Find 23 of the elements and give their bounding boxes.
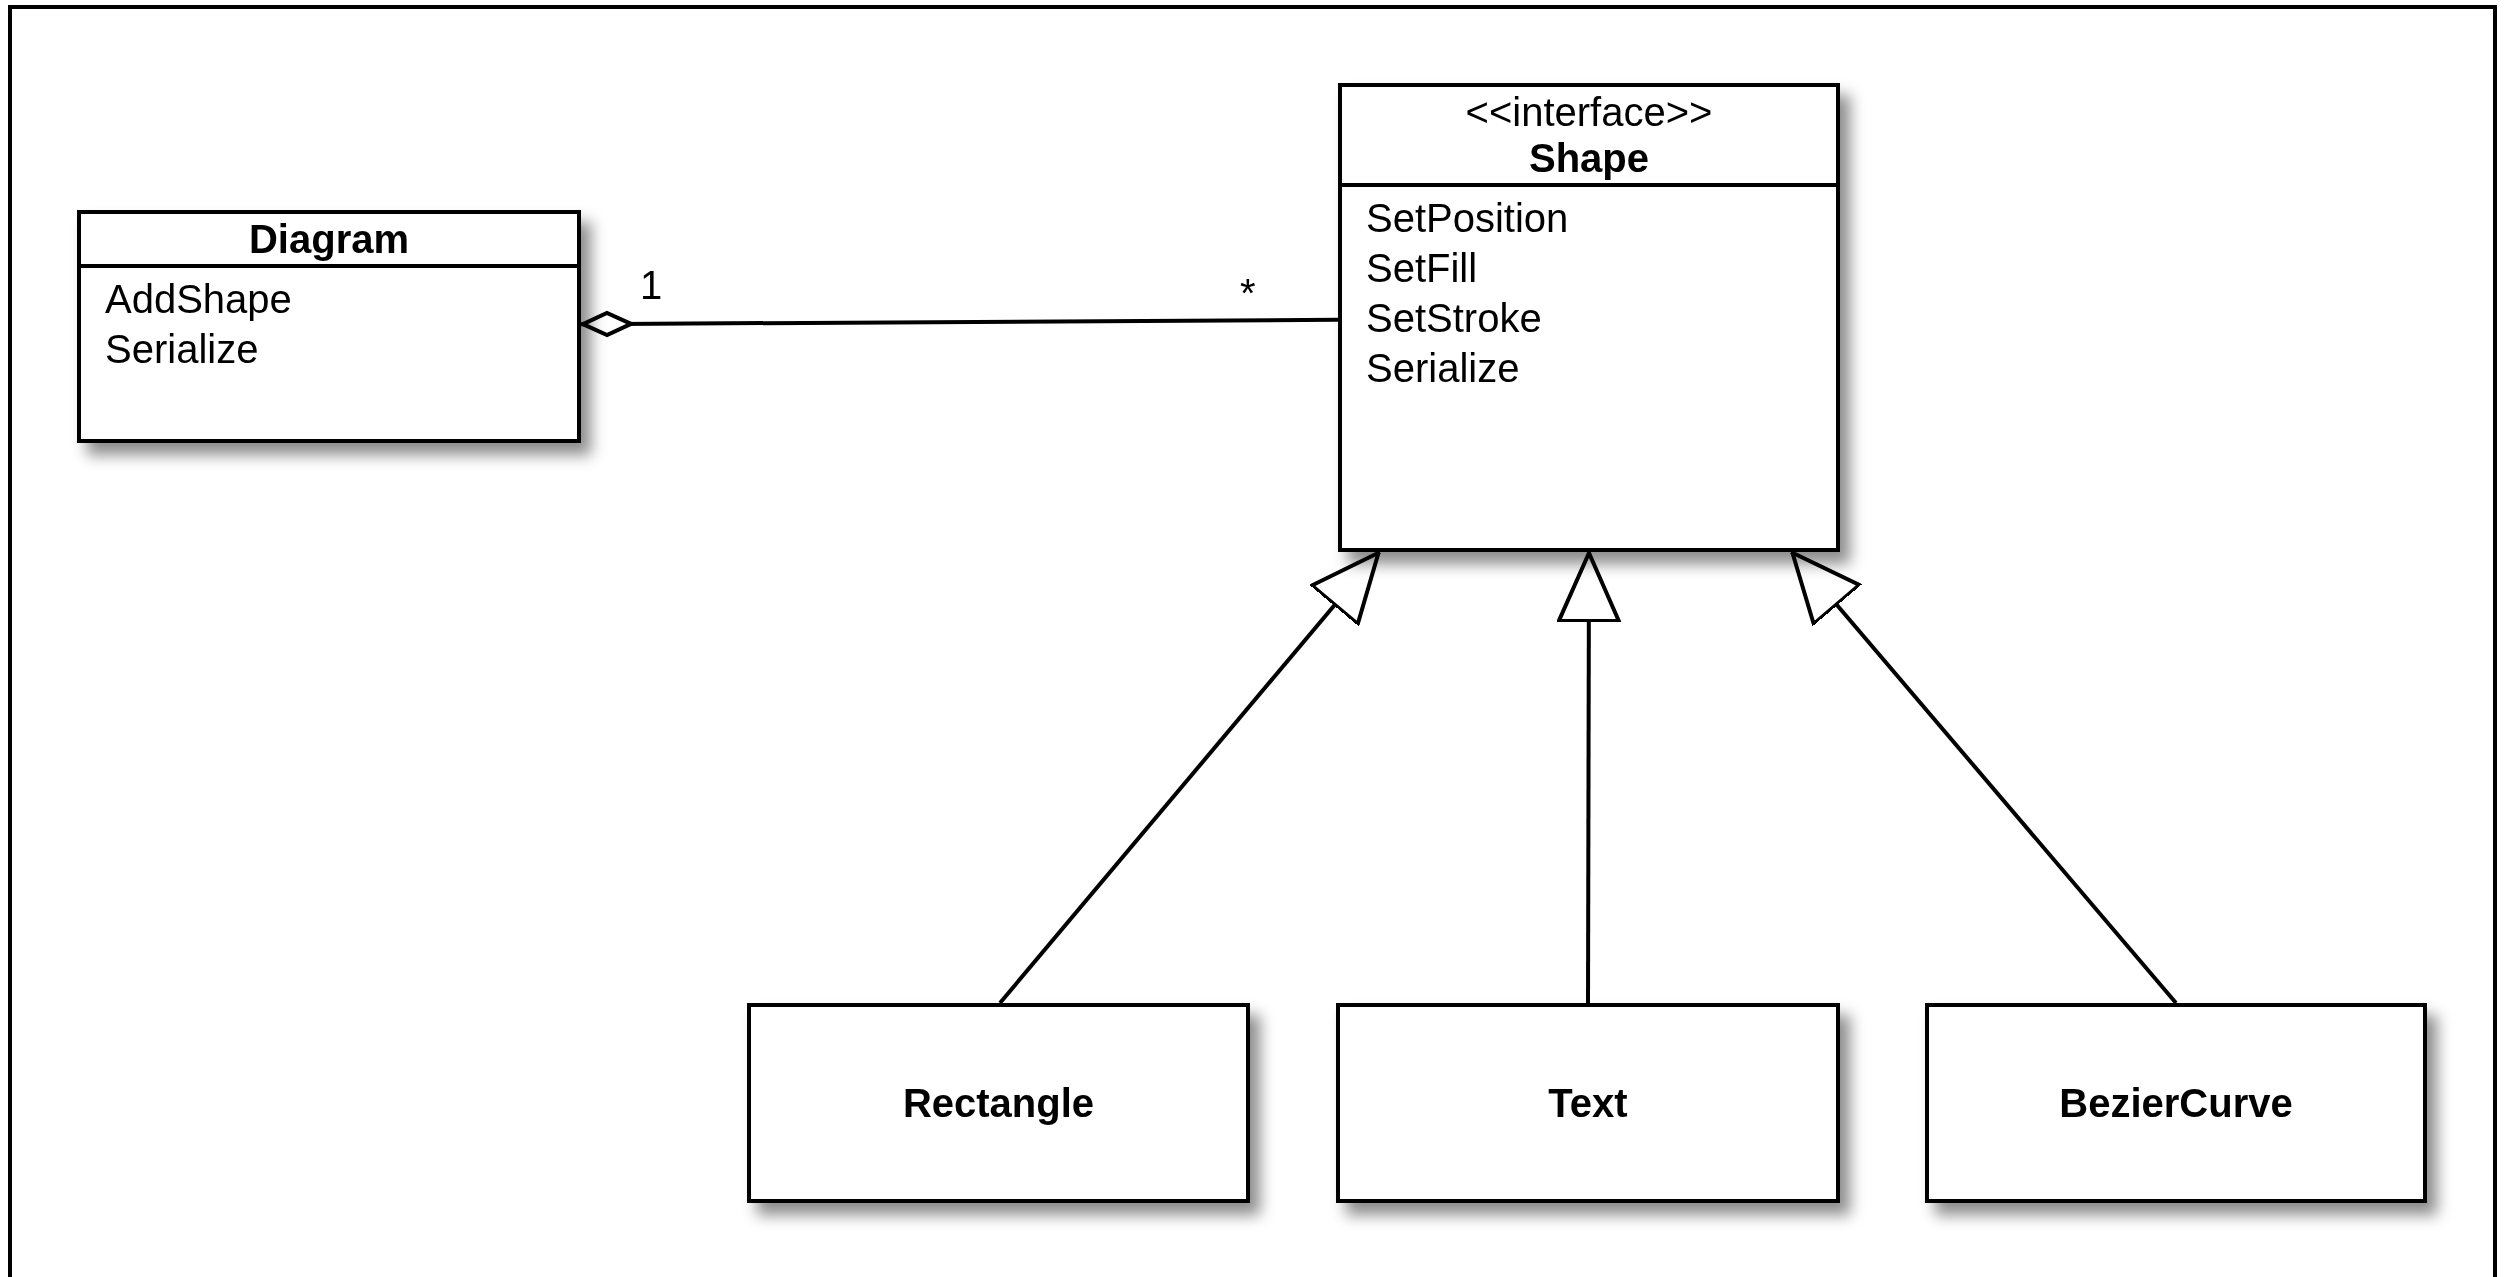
- class-box: [1336, 1003, 1840, 1203]
- class-box: [77, 210, 581, 443]
- stereotype-label: <<interface>>: [1465, 89, 1713, 135]
- class-name: BezierCurve: [2059, 1080, 2293, 1126]
- method-name: Serialize: [1366, 345, 1521, 392]
- generalization-arrow: [998, 550, 1381, 1005]
- method-name: AddShape: [105, 276, 293, 323]
- multiplicity-label: 1: [640, 262, 663, 308]
- aggregation-line: [581, 311, 1338, 337]
- class-box: [1925, 1003, 2427, 1203]
- class-name: Text: [1548, 1080, 1628, 1126]
- class-name: Diagram: [248, 216, 410, 262]
- class-box: [747, 1003, 1250, 1203]
- method-name: SetFill: [1366, 245, 1479, 292]
- multiplicity-label: *: [1240, 270, 1256, 316]
- method-name: SetStroke: [1366, 295, 1543, 342]
- class-name: Shape: [1528, 135, 1649, 181]
- generalization-arrow: [1790, 550, 2178, 1005]
- class-name: Rectangle: [902, 1080, 1095, 1126]
- class-box: [1338, 83, 1840, 552]
- method-name: SetPosition: [1366, 195, 1570, 242]
- generalization-arrow: [1556, 551, 1621, 1003]
- method-name: Serialize: [105, 326, 260, 373]
